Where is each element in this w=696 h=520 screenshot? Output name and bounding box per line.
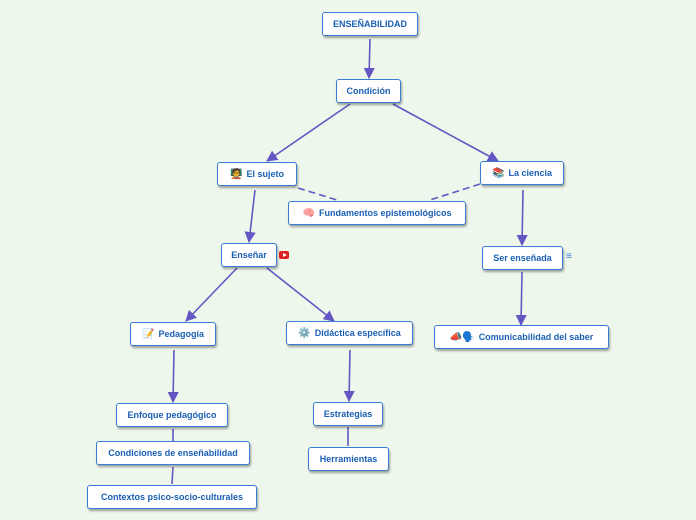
- teacher-icon: 🧑‍🏫: [230, 168, 243, 180]
- edge-condicion-sujeto: [266, 103, 351, 162]
- node-herramientas[interactable]: Herramientas: [308, 447, 389, 471]
- edge-ensenada-comunicabilidad: [515, 271, 527, 327]
- node-label: Didáctica específica: [314, 328, 401, 338]
- node-label: El sujeto: [246, 169, 284, 179]
- node-label: Herramientas: [319, 454, 378, 464]
- node-ensenar[interactable]: Enseñar: [221, 243, 277, 267]
- edge-pedagogia-enfoque: [167, 349, 179, 404]
- megaphone-speaking-icon: 📣🗣️: [449, 331, 475, 343]
- memo-icon: 📝: [142, 328, 155, 340]
- node-label: Condiciones de enseñabilidad: [108, 448, 238, 458]
- node-ser-ensenada[interactable]: Ser enseñada: [482, 246, 563, 270]
- edge-ensenar-pedagogia: [185, 267, 238, 322]
- node-ensenabilidad[interactable]: ENSEÑABILIDAD: [322, 12, 418, 36]
- brain-icon: 🧠: [302, 207, 315, 219]
- node-label: Pedagogía: [158, 329, 204, 339]
- edge-sujeto-ensenar: [244, 189, 256, 244]
- node-comunicabilidad-del-saber[interactable]: 📣🗣️ Comunicabilidad del saber: [434, 325, 609, 349]
- edge-didactica-estrategias: [343, 349, 355, 403]
- node-label: Fundamentos epistemológicos: [318, 208, 452, 218]
- node-label: Comunicabilidad del saber: [478, 332, 594, 342]
- node-label: Contextos psico-socio-culturales: [100, 492, 244, 502]
- node-fundamentos-epistemologicos[interactable]: 🧠 Fundamentos epistemológicos: [288, 201, 466, 225]
- node-condiciones-de-ensenabilidad[interactable]: Condiciones de enseñabilidad: [96, 441, 250, 465]
- edge-ciencia-ensenada: [516, 189, 528, 247]
- node-didactica-especifica[interactable]: ⚙️ Didáctica específica: [286, 321, 413, 345]
- edge-ensenar-didactica: [266, 267, 335, 322]
- node-la-ciencia[interactable]: 📚 La ciencia: [480, 161, 564, 185]
- node-enfoque-pedagogico[interactable]: Enfoque pedagógico: [116, 403, 228, 427]
- node-label: Condición: [346, 86, 391, 96]
- node-label: Ser enseñada: [493, 253, 552, 263]
- node-label: Enfoque pedagógico: [127, 410, 217, 420]
- node-pedagogia[interactable]: 📝 Pedagogía: [130, 322, 216, 346]
- edge-condicion-ciencia: [392, 103, 499, 162]
- edge-root-condicion: [363, 38, 375, 80]
- edge-ciencia-fundamentos: [429, 183, 481, 201]
- gear-icon: ⚙️: [298, 327, 311, 339]
- edge-sujeto-fundamentos: [297, 187, 338, 201]
- edge-condiciones-contextos: [171, 466, 174, 485]
- node-condicion[interactable]: Condición: [336, 79, 401, 103]
- node-label: La ciencia: [508, 168, 552, 178]
- notes-icon[interactable]: ≡: [566, 251, 572, 262]
- youtube-icon[interactable]: [279, 251, 289, 259]
- node-label: Enseñar: [231, 250, 267, 260]
- books-icon: 📚: [492, 167, 505, 179]
- node-contextos-psico-socio-culturales[interactable]: Contextos psico-socio-culturales: [87, 485, 257, 509]
- node-label: Estrategias: [323, 409, 373, 419]
- node-estrategias[interactable]: Estrategias: [313, 402, 383, 426]
- node-el-sujeto[interactable]: 🧑‍🏫 El sujeto: [217, 162, 297, 186]
- node-label: ENSEÑABILIDAD: [332, 19, 407, 29]
